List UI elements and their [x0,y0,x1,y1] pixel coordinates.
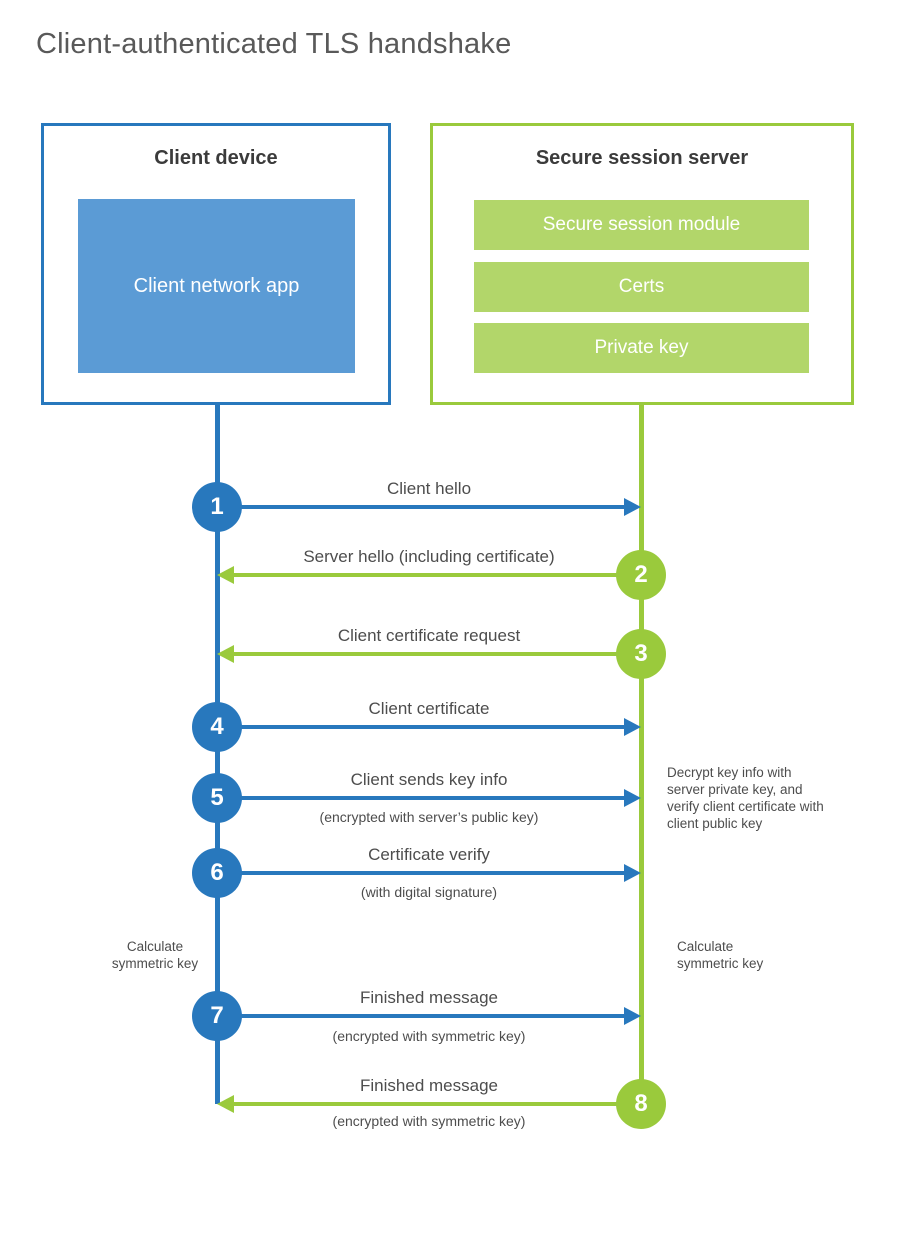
step-3-circle: 3 [616,629,666,679]
message-3-label: Client certificate request [337,626,521,645]
message-8-arrow-left-icon [217,1095,641,1113]
client-network-app-box: Client network app [78,199,355,373]
message-5-label: Client sends key info [350,770,508,789]
server-module-label: Certs [618,276,665,297]
step-2-circle: 2 [616,550,666,600]
step-6-number: 6 [210,859,224,886]
step-1-circle: 1 [192,482,242,532]
step-6-circle: 6 [192,848,242,898]
message-5-arrow-right-icon [217,789,641,807]
server-module-bar-secure-session-module: Secure session module [474,200,809,250]
step-5-circle: 5 [192,773,242,823]
step-7-circle: 7 [192,991,242,1041]
server-lifeline [639,405,644,1104]
message-5-sublabel: (encrypted with server’s public key) [319,809,539,825]
step-4-number: 4 [210,713,224,740]
server-module-label: Private key [594,337,689,358]
server-title: Secure session server [535,147,749,169]
message-2-arrow-left-icon [217,566,641,584]
message-1-label: Client hello [386,479,472,498]
step-8-circle: 8 [616,1079,666,1129]
note-calculate-symmetric-key-server: Calculate symmetric key [677,939,764,971]
message-2-label: Server hello (including certificate) [303,547,555,566]
message-1-arrow-right-icon [217,498,641,516]
message-6-label: Certificate verify [368,845,490,864]
message-8-label: Finished message [360,1076,498,1095]
client-network-app-label: Client network app [133,275,300,297]
message-7-label: Finished message [360,988,498,1007]
message-4-arrow-right-icon [217,718,641,736]
client-device-title: Client device [154,147,278,169]
note-calculate-symmetric-key-client: Calculate symmetric key [111,939,199,971]
message-7-arrow-right-icon [217,1007,641,1025]
step-5-number: 5 [210,784,224,811]
step-1-number: 1 [210,493,224,520]
message-4-label: Client certificate [368,699,490,718]
step-7-number: 7 [210,1002,224,1029]
step-4-circle: 4 [192,702,242,752]
step-2-number: 2 [634,561,648,588]
server-module-bar-certs: Certs [474,262,809,312]
note-decrypt-key-info: Decrypt key info with server private key… [667,765,824,831]
message-6-arrow-right-icon [217,864,641,882]
client-lifeline [215,405,220,1104]
step-8-number: 8 [634,1090,648,1117]
server-module-label: Secure session module [542,214,741,235]
message-3-arrow-left-icon [217,645,641,663]
page-title: Client-authenticated TLS handshake [36,28,512,60]
message-7-sublabel: (encrypted with symmetric key) [332,1028,526,1044]
server-module-bar-private-key: Private key [474,323,809,373]
step-3-number: 3 [634,640,648,667]
message-8-sublabel: (encrypted with symmetric key) [332,1113,526,1129]
message-6-sublabel: (with digital signature) [360,884,498,900]
